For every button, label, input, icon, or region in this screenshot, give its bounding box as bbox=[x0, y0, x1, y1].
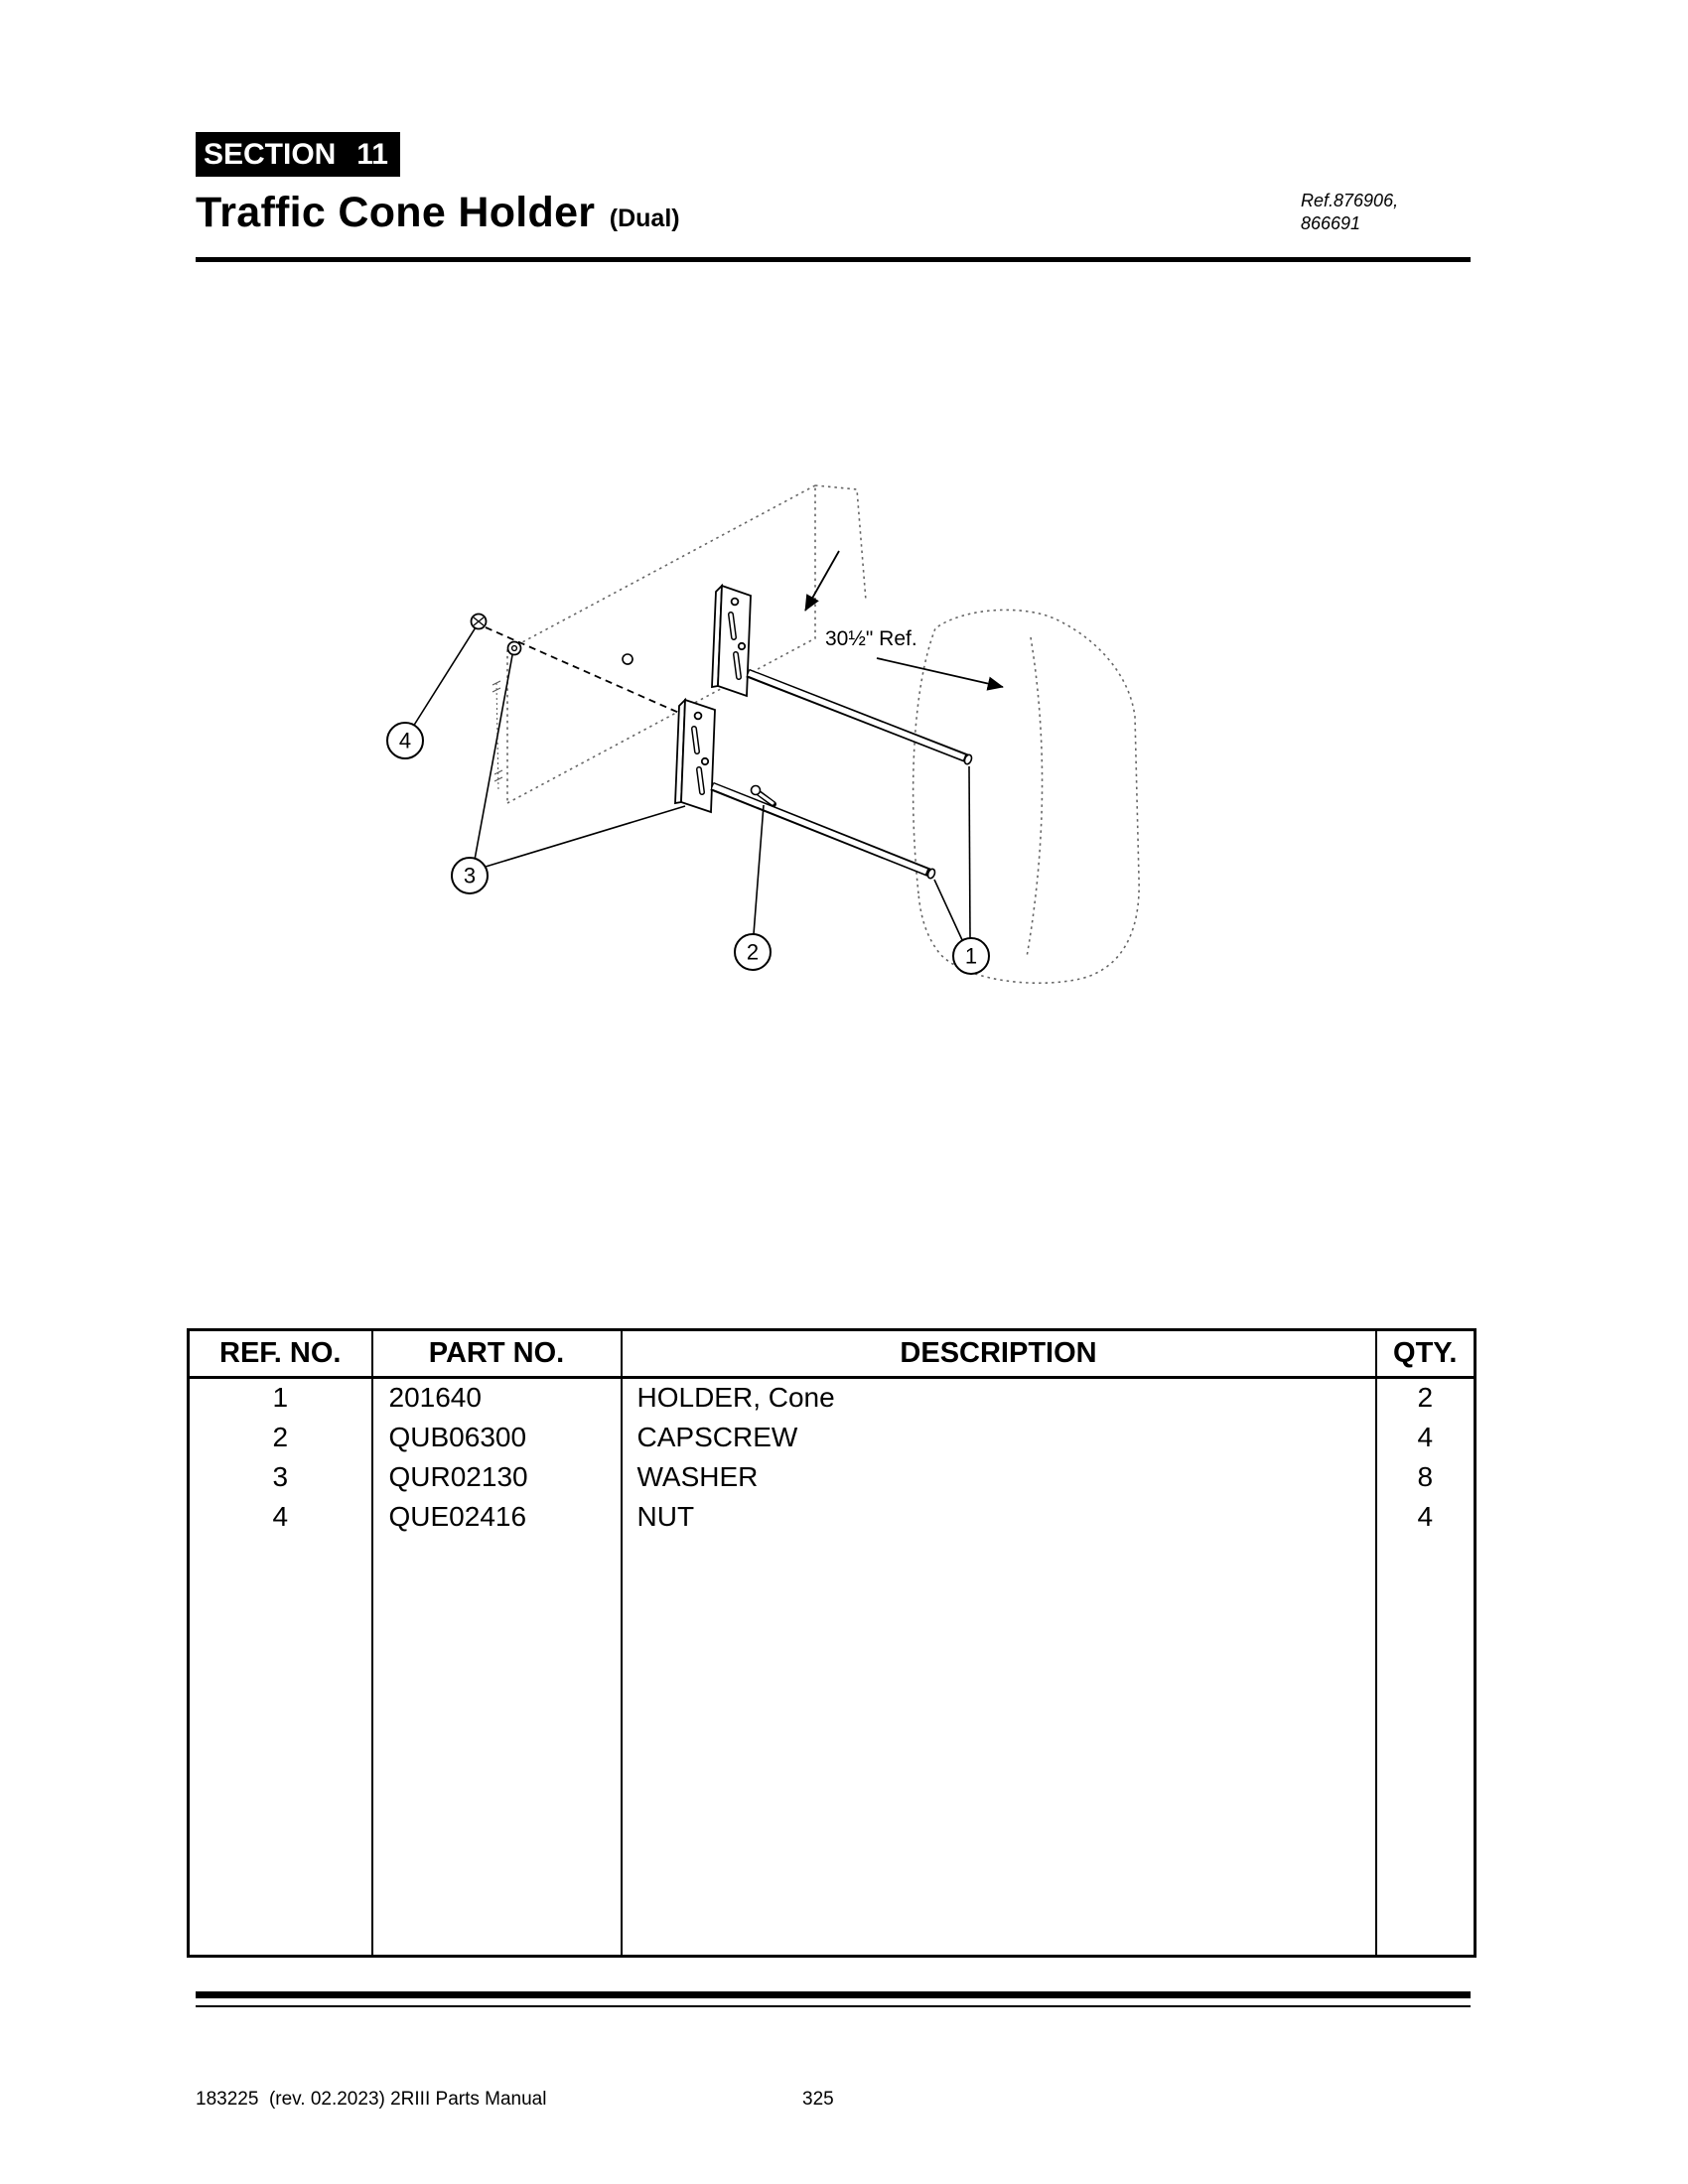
footer-rule-thick bbox=[196, 1991, 1471, 1998]
dimension-label: 30½" Ref. bbox=[825, 627, 917, 650]
footer-rule-thin bbox=[196, 2005, 1471, 2007]
table-header-row: REF. NO. PART NO. DESCRIPTION QTY. bbox=[187, 1329, 1477, 1379]
cell-description: HOLDER, Cone bbox=[620, 1377, 1377, 1418]
callout-2-number: 2 bbox=[747, 940, 759, 965]
capscrew-part bbox=[750, 784, 776, 807]
section-word: SECTION bbox=[204, 137, 337, 171]
callout-4-number: 4 bbox=[399, 729, 411, 753]
table-empty-space bbox=[187, 1536, 1477, 1957]
header-rule bbox=[196, 257, 1471, 262]
callout-3-number: 3 bbox=[464, 864, 476, 888]
ref-line-2: 866691 bbox=[1301, 213, 1361, 234]
section-badge: SECTION 11 bbox=[196, 132, 400, 177]
lower-bracket bbox=[674, 697, 716, 814]
callout-3: 3 bbox=[451, 857, 489, 894]
cell-qty: 4 bbox=[1374, 1496, 1477, 1537]
cell-ref-no: 2 bbox=[187, 1417, 373, 1457]
cell-qty: 2 bbox=[1374, 1377, 1477, 1418]
cell-description: NUT bbox=[620, 1496, 1377, 1537]
page-title-suffix: (Dual) bbox=[609, 205, 680, 232]
cell-qty: 8 bbox=[1374, 1456, 1477, 1497]
cell-ref-no: 3 bbox=[187, 1456, 373, 1497]
parts-diagram: 30½" Ref. 4 3 2 1 bbox=[386, 484, 1140, 984]
footer-doc-info: 183225 (rev. 02.2023) 2RIII Parts Manual bbox=[196, 2089, 547, 2110]
footer-page-number: 325 bbox=[802, 2089, 834, 2110]
title-row: Traffic Cone Holder (Dual) bbox=[196, 189, 680, 237]
header-qty: QTY. bbox=[1374, 1329, 1477, 1379]
cell-description: CAPSCREW bbox=[620, 1417, 1377, 1457]
ref-line-1: Ref.876906, bbox=[1301, 191, 1399, 210]
cell-part-no: QUB06300 bbox=[370, 1417, 623, 1457]
callout-leaders bbox=[412, 626, 971, 943]
page-title: Traffic Cone Holder bbox=[196, 189, 596, 236]
cell-ref-no: 4 bbox=[187, 1496, 373, 1537]
drum-outline bbox=[912, 609, 1140, 984]
cell-qty: 4 bbox=[1374, 1417, 1477, 1457]
upper-rod bbox=[746, 668, 973, 765]
table-row: 3 QUR02130 WASHER 8 bbox=[187, 1456, 1477, 1497]
cell-part-no: QUE02416 bbox=[370, 1496, 623, 1537]
upper-bracket bbox=[711, 583, 752, 698]
cell-ref-no: 1 bbox=[187, 1377, 373, 1418]
panel-screw bbox=[622, 653, 633, 665]
cell-part-no: 201640 bbox=[370, 1377, 623, 1418]
header-ref-no: REF. NO. bbox=[187, 1329, 373, 1379]
cell-description: WASHER bbox=[620, 1456, 1377, 1497]
callout-4: 4 bbox=[386, 722, 424, 759]
callout-1-number: 1 bbox=[965, 944, 977, 969]
washer-part bbox=[506, 640, 522, 656]
callout-2: 2 bbox=[734, 933, 772, 971]
bolt-axis-dashed-line bbox=[485, 626, 698, 722]
table-row: 2 QUB06300 CAPSCREW 4 bbox=[187, 1417, 1477, 1457]
cell-part-no: QUR02130 bbox=[370, 1456, 623, 1497]
header-part-no: PART NO. bbox=[370, 1329, 623, 1379]
nut-part bbox=[470, 613, 488, 630]
header-description: DESCRIPTION bbox=[620, 1329, 1377, 1379]
section-number: 11 bbox=[356, 137, 388, 171]
parts-table: REF. NO. PART NO. DESCRIPTION QTY. 1 201… bbox=[187, 1328, 1477, 1958]
dimension-30-half: 30½" Ref. bbox=[804, 550, 1004, 691]
ref-numbers: Ref.876906, 866691 bbox=[1301, 190, 1398, 236]
lower-rod bbox=[710, 781, 936, 880]
callout-1: 1 bbox=[952, 937, 990, 975]
table-row: 1 201640 HOLDER, Cone 2 bbox=[187, 1377, 1477, 1418]
table-row: 4 QUE02416 NUT 4 bbox=[187, 1496, 1477, 1537]
